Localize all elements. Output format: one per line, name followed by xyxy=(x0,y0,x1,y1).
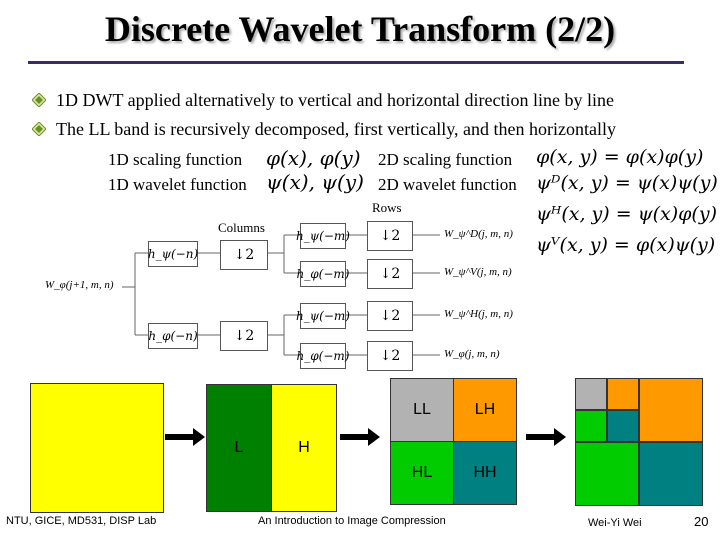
arrow-right-icon xyxy=(526,428,566,446)
band-L: L xyxy=(206,384,272,512)
bullet-text: The LL band is recursively decomposed, f… xyxy=(56,119,616,139)
wavelet-1d-expr: ψ(x), ψ(y) xyxy=(266,170,364,194)
original-image-block xyxy=(30,383,164,513)
row-downsampler: ↓2 xyxy=(367,259,413,289)
output-diagonal: W_ψ^D(j, m, n) xyxy=(444,228,513,240)
row-downsampler: ↓2 xyxy=(367,341,413,371)
footer-author: Wei-Yi Wei xyxy=(588,517,642,529)
output-vertical: W_ψ^V(j, m, n) xyxy=(444,266,512,278)
rows-label: Rows xyxy=(372,200,402,215)
arrow-right-icon xyxy=(165,428,205,446)
footer-course-title: An Introduction to Image Compression xyxy=(258,515,446,527)
wavelet-1d-label: 1D wavelet function xyxy=(108,175,247,194)
band-HH: HH xyxy=(453,441,517,505)
scaling-1d-label: 1D scaling function xyxy=(108,150,243,169)
page-title: Discrete Wavelet Transform (2/2) xyxy=(104,9,616,49)
column-downsampler: ↓2 xyxy=(220,321,268,351)
row-filter: h_ψ(−m) xyxy=(296,223,350,249)
row-filter: h_ψ(−m) xyxy=(296,303,350,329)
band-LL-LL xyxy=(575,378,607,410)
band-HL-label: HL xyxy=(411,464,433,481)
wavelet-2d-d-expr: ψᴰ(x, y) = ψ(x)ψ(y) xyxy=(536,172,718,194)
row-downsampler: ↓2 xyxy=(367,301,413,331)
band-LL: LL xyxy=(390,378,454,442)
band-LL-label: LL xyxy=(413,401,431,418)
wavelet-2d-v-expr: ψⱽ(x, y) = φ(x)ψ(y) xyxy=(536,234,716,256)
band-LH-label: LH xyxy=(474,401,496,418)
scaling-2d-expr: φ(x, y) = φ(x)φ(y) xyxy=(536,146,704,168)
column-filter-scaling: h_φ(−n) xyxy=(148,323,198,349)
columns-label: Columns xyxy=(218,220,265,235)
band-H: H xyxy=(271,384,337,512)
diamond-bullet-icon xyxy=(32,93,46,107)
output-horizontal: W_ψ^H(j, m, n) xyxy=(444,308,513,320)
band-L-label: L xyxy=(234,439,244,456)
wavelet-2d-h-expr: ψᴴ(x, y) = ψ(x)φ(y) xyxy=(536,203,717,225)
output-approximation: W_φ(j, m, n) xyxy=(444,348,500,360)
scaling-2d-label: 2D scaling function xyxy=(378,150,513,169)
bullet-text: 1D DWT applied alternatively to vertical… xyxy=(56,90,614,110)
bullet-item: The LL band is recursively decomposed, f… xyxy=(32,119,616,140)
band-LL-LH xyxy=(607,378,639,410)
scaling-1d-expr: φ(x), φ(y) xyxy=(266,146,361,170)
band-LL-HH xyxy=(607,410,639,442)
column-downsampler: ↓2 xyxy=(220,240,268,270)
row-filter: h_φ(−m) xyxy=(297,261,349,287)
row-downsampler: ↓2 xyxy=(367,221,413,251)
filterbank-input: W_φ(j+1, m, n) xyxy=(45,279,114,291)
diamond-bullet-icon xyxy=(32,122,46,136)
arrow-right-icon xyxy=(340,428,380,446)
page-number: 20 xyxy=(694,514,709,529)
column-filter-wavelet: h_ψ(−n) xyxy=(148,241,198,267)
band-H-label: H xyxy=(298,439,310,456)
band-HH-label: HH xyxy=(473,464,497,481)
wavelet-2d-label: 2D wavelet function xyxy=(378,175,517,194)
recursive-decomposition xyxy=(575,378,703,506)
footer-lab: NTU, GICE, MD531, DISP Lab xyxy=(6,515,157,527)
band-HL-level1 xyxy=(575,442,639,506)
band-LL-HL xyxy=(575,410,607,442)
band-LH-level1 xyxy=(639,378,703,442)
title-divider xyxy=(28,61,684,64)
band-HL: HL xyxy=(390,441,454,505)
band-HH-level1 xyxy=(639,442,703,506)
bullet-item: 1D DWT applied alternatively to vertical… xyxy=(32,90,614,111)
row-filter: h_φ(−m) xyxy=(297,343,349,369)
band-LH: LH xyxy=(453,378,517,442)
